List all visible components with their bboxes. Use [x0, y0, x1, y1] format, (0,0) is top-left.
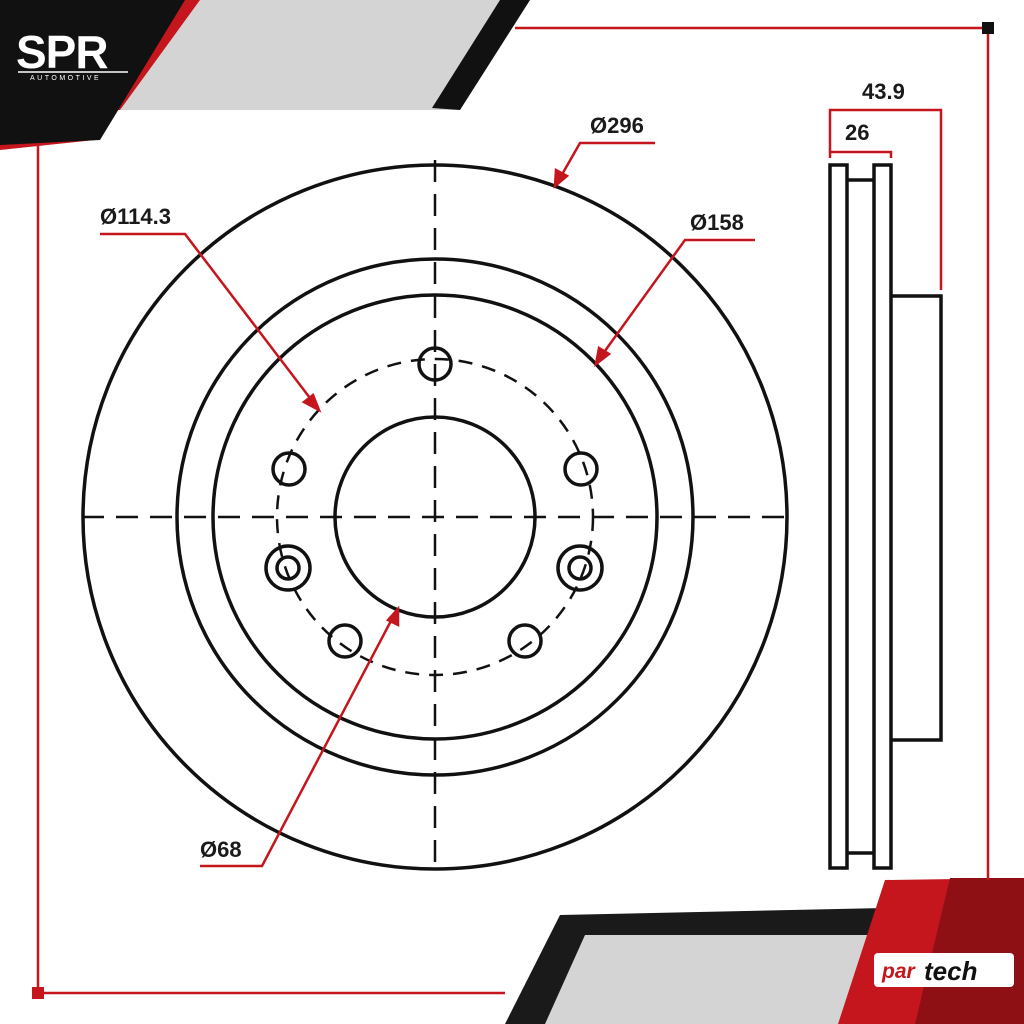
bottom-banner: par tech	[505, 878, 1024, 1024]
width-dimension-lines	[828, 108, 943, 290]
spr-logo-text: SPR	[16, 26, 108, 78]
leader-thickness	[830, 150, 893, 158]
arrowhead	[301, 392, 322, 413]
leader-outer-diameter	[558, 141, 655, 179]
arrowhead	[594, 346, 612, 367]
leader-hat-diameter	[600, 238, 755, 356]
rotor-side-view	[828, 163, 943, 870]
side-inner-plate	[872, 163, 893, 870]
label-center-bore: Ø68	[200, 837, 242, 862]
side-hat-profile	[891, 294, 943, 742]
leader-center-bore	[200, 616, 395, 868]
label-outer-diameter: Ø296	[590, 113, 644, 138]
arrowhead	[385, 605, 400, 628]
spr-logo-tagline: AUTOMOTIVE	[30, 75, 101, 82]
top-banner-shadow	[432, 0, 530, 110]
leader-bolt-circle	[100, 232, 314, 403]
label-hat-diameter: Ø158	[690, 210, 744, 235]
partech-logo-text-par: par	[881, 960, 917, 983]
side-outer-plate	[828, 163, 849, 870]
lug-hole	[271, 451, 307, 487]
lug-hole	[563, 451, 599, 487]
locator-hole-inner	[275, 555, 301, 581]
frame-corner-bottom-left	[32, 987, 44, 999]
label-thickness: 26	[845, 120, 869, 145]
frame-corner-top-right	[982, 22, 994, 34]
partech-logo-box	[874, 953, 1014, 987]
bottom-banner-red-gradient	[915, 878, 1024, 1024]
lug-hole	[327, 623, 363, 659]
top-banner: SPR AUTOMOTIVE	[0, 0, 530, 150]
rotor-front-view	[81, 160, 790, 872]
label-total-height: 43.9	[862, 79, 905, 104]
leader-total-height	[828, 108, 943, 290]
locator-hole-outer	[264, 544, 312, 592]
locator-hole-outer	[556, 544, 604, 592]
locator-hole-inner	[567, 555, 593, 581]
lug-hole	[417, 346, 453, 382]
partech-logo-text-tech: tech	[924, 956, 977, 986]
lug-hole	[507, 623, 543, 659]
dimension-leaders	[100, 141, 755, 868]
top-banner-gray-band	[120, 0, 530, 110]
arrowhead	[553, 167, 570, 189]
label-bolt-circle: Ø114.3	[100, 204, 171, 229]
